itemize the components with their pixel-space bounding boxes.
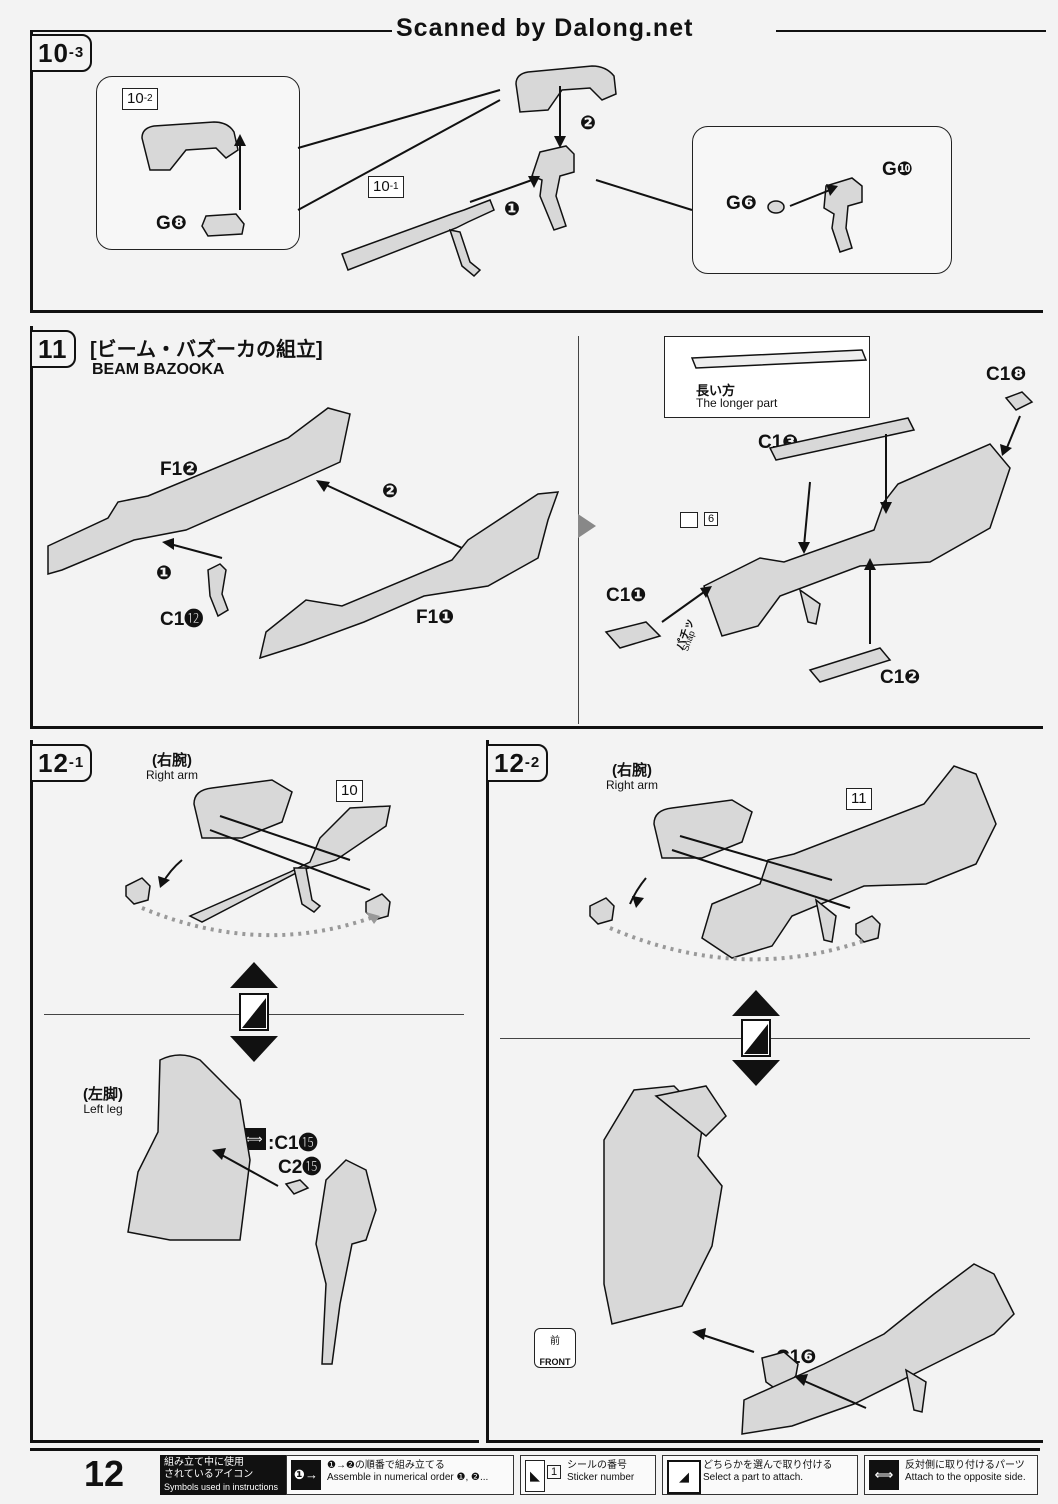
part-label-c1-12: C1⓬ (160, 609, 204, 630)
right-arm-label: (右腕) Right arm (605, 762, 658, 792)
legend-title-jp-1: 組み立て中に使用 (164, 1457, 244, 1468)
order-marker-1: ❶ (156, 563, 173, 584)
legend-select-en: Select a part to attach. (703, 1472, 804, 1483)
step-10-3-label: 10-3 (30, 34, 93, 72)
sticker-icon (680, 512, 698, 528)
step-12-2-label: 12-2 (486, 744, 549, 782)
part-label-g10: G❿ (882, 159, 913, 180)
legend-sticker-en: Sticker number (567, 1472, 635, 1483)
part-label-g8: G❽ (156, 213, 187, 234)
header-rule-left (30, 30, 392, 32)
part-label-c1-15: :C1⓯ (268, 1133, 318, 1154)
step-11-title-en: BEAM BAZOOKA (92, 361, 225, 378)
step-12-2-parts-drawing (589, 765, 1015, 1435)
part-label-c2-15: C2⓯ (278, 1157, 322, 1178)
order-icon: ❶→ (291, 1460, 321, 1490)
legend-opposite-en: Attach to the opposite side. (905, 1472, 1026, 1483)
sticker-legend-icon: ◣ (525, 1460, 545, 1492)
longer-part-jp: 長い方 (696, 383, 736, 398)
part-label-c1-1: C1❶ (606, 585, 647, 606)
sticker-legend-sample: 1 (547, 1465, 562, 1479)
step-11-label: 11 (30, 330, 76, 368)
left-leg-label: (左脚) Left leg (83, 1086, 123, 1116)
step-10-3-frame (30, 30, 1043, 313)
step-12-1-parts-drawing (125, 779, 391, 1365)
step-12-1-label: 12-1 (30, 744, 93, 782)
header-rule-right (776, 30, 1046, 32)
legend-sticker: ◣ 1 シールの番号 Sticker number (520, 1455, 656, 1495)
scanner-credit: Scanned by Dalong.net (396, 14, 694, 42)
legend-opposite-jp: 反対側に取り付けるパーツ (905, 1460, 1025, 1471)
legend-title-en: Symbols used in instructions (164, 1482, 279, 1492)
front-icon: 前 FRONT (534, 1328, 576, 1368)
order-marker-2: ❷ (580, 113, 597, 134)
step-12-1-ref-10: 10 (336, 780, 363, 802)
legend-title-jp-2: されているアイコン (164, 1469, 254, 1480)
step-11-parts-drawing (47, 349, 1034, 683)
select-icon: ◢ (667, 1460, 701, 1494)
sticker-number: 6 (704, 512, 719, 526)
legend-order-en: Assemble in numerical order ❶, ❷... (327, 1472, 489, 1483)
part-label-f1-1: F1❶ (416, 607, 455, 628)
order-marker-2: ❷ (382, 481, 399, 502)
footer-legend: 12 組み立て中に使用 されているアイコン Symbols used in in… (30, 1448, 1040, 1499)
legend-opposite: ⟺ 反対側に取り付けるパーツ Attach to the opposite si… (864, 1455, 1038, 1495)
step-11-frame (30, 326, 1043, 729)
legend-order: ❶→ ❶→❷の順番で組み立てる Assemble in numerical or… (286, 1455, 514, 1495)
longer-part-en: The longer part (696, 396, 778, 410)
legend-order-jp: ❶→❷の順番で組み立てる (327, 1460, 445, 1471)
step-12-1-frame (30, 740, 479, 1443)
sub-ref-10-2: 10-2 (122, 88, 158, 110)
page-number: 12 (84, 1453, 125, 1494)
step-12-2-frame (486, 740, 1043, 1443)
step-12-2-ref-11: 11 (846, 788, 872, 810)
part-label-g6: G❻ (726, 193, 757, 214)
right-arm-label: (右腕) Right arm (145, 752, 198, 782)
opposite-legend-icon: ⟺ (869, 1460, 899, 1490)
part-label-c1-8: C1❽ (986, 364, 1027, 385)
legend-sticker-jp: シールの番号 (567, 1460, 627, 1471)
legend-select: ◢ どちらかを選んで取り付ける Select a part to attach. (662, 1455, 858, 1495)
sub-ref-10-1: 10-1 (368, 176, 404, 198)
longer-part-callout (664, 336, 870, 418)
step-11-title-jp: [ビーム・バズーカの組立] (90, 339, 323, 361)
front-en: FRONT (539, 1357, 571, 1367)
legend-select-jp: どちらかを選んで取り付ける (703, 1460, 833, 1471)
part-label-c1-2: C1❷ (880, 667, 921, 688)
part-label-f1-2: F1❷ (160, 459, 199, 480)
step-10-3-parts-drawing (141, 65, 863, 278)
inset-g6-g10 (692, 126, 952, 274)
order-marker-1: ❶ (504, 199, 521, 220)
legend-title: 組み立て中に使用 されているアイコン Symbols used in instr… (160, 1455, 288, 1495)
front-jp: 前 (550, 1336, 560, 1347)
